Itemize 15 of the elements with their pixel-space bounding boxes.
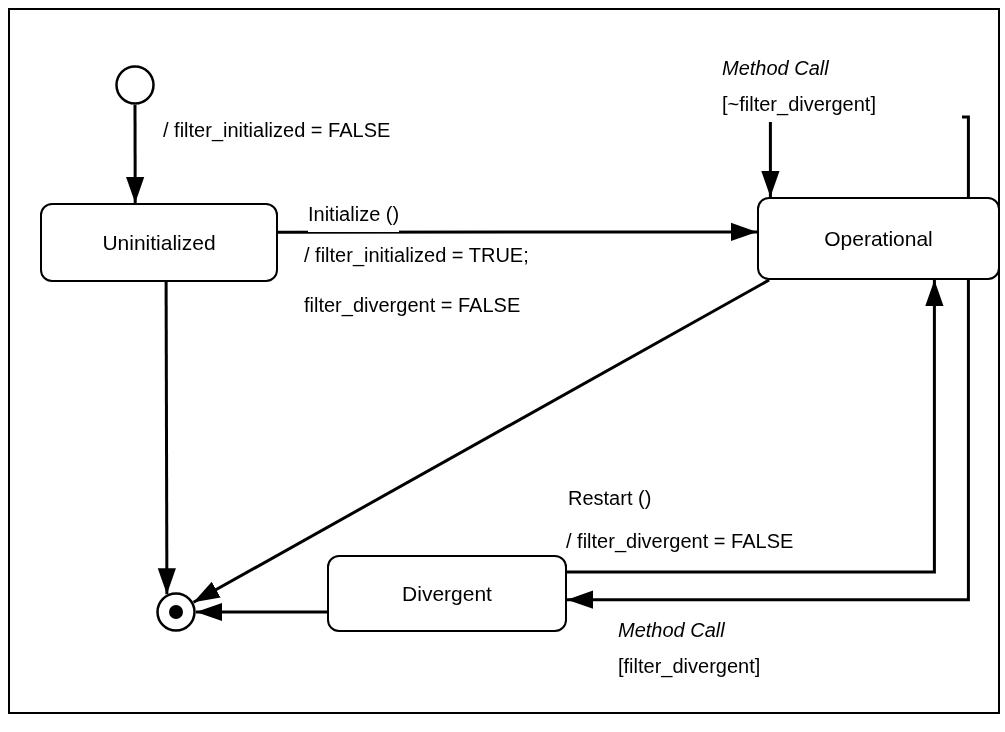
transition-arrow xyxy=(567,280,944,574)
state-box xyxy=(40,203,278,282)
transition-arrow xyxy=(157,282,176,595)
state-name: Divergent xyxy=(402,580,492,607)
transition-arrow xyxy=(192,278,770,604)
state-box xyxy=(757,197,1000,280)
transition-arrow xyxy=(196,602,327,622)
transition-arrow xyxy=(567,280,970,609)
transition-arrow xyxy=(126,105,145,203)
final-state-bullseye xyxy=(156,592,196,632)
state-name: Operational xyxy=(824,225,933,252)
state-box xyxy=(327,555,567,632)
state-name: Uninitialized xyxy=(102,229,216,256)
transition-arrow xyxy=(278,222,757,241)
initial-state-circle xyxy=(115,65,155,105)
